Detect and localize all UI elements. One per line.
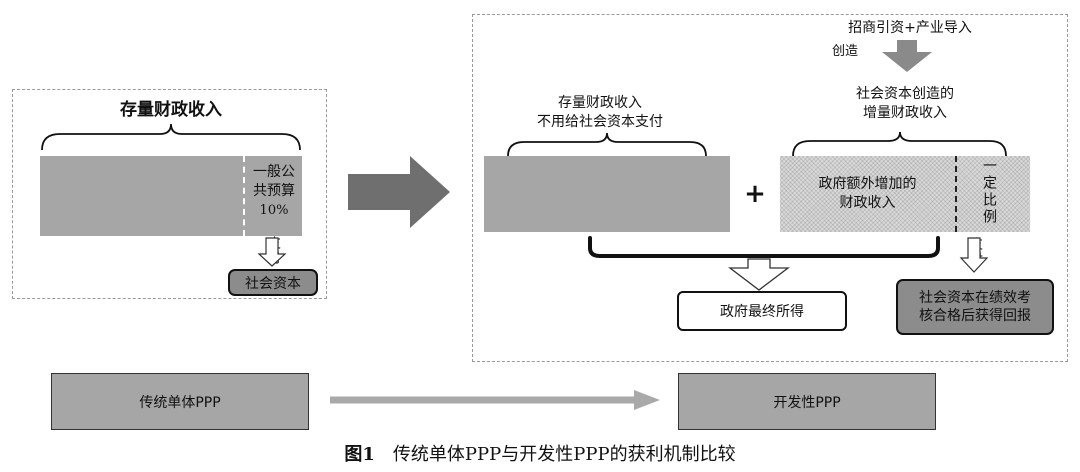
increment-revenue-line-2: 增量财政收入 <box>863 105 947 121</box>
left-pay-arrow <box>257 237 287 267</box>
increment-revenue-line-1: 社会资本创造的 <box>856 86 954 102</box>
budget-line-2: 共预算 <box>253 183 295 199</box>
traditional-ppp-label: 传统单体PPP <box>139 394 221 411</box>
create-label: 创造 <box>831 44 858 59</box>
stock-revenue-bar <box>40 156 302 236</box>
existing-revenue-line-2: 不用给社会资本支付 <box>537 114 663 130</box>
existing-revenue-line-1: 存量财政收入 <box>558 95 642 111</box>
legend-arrow-head <box>634 390 660 410</box>
budget-divider <box>243 156 245 236</box>
existing-revenue-bar <box>484 156 730 232</box>
bottom-sum-brace <box>588 236 940 258</box>
increment-revenue-brace <box>792 131 1007 157</box>
left-brace <box>41 123 301 151</box>
big-transition-arrow <box>348 156 450 228</box>
government-final-box: 政府最终所得 <box>677 291 847 331</box>
government-extra-revenue-bar <box>780 156 1030 232</box>
social-return-line-2: 核合格后获得回报 <box>919 308 1031 324</box>
developmental-panel <box>472 14 1068 362</box>
figure-caption: 图1 传统单体PPP与开发性PPP的获利机制比较 <box>0 440 1080 466</box>
social-capital-label: 社会资本 <box>245 275 301 292</box>
ratio-label: 一定比例 <box>981 158 997 226</box>
gov-extra-line-2: 财政收入 <box>839 195 896 211</box>
government-down-arrow <box>728 258 790 291</box>
ratio-divider <box>955 156 957 232</box>
social-capital-box: 社会资本 <box>228 269 318 296</box>
developmental-ppp-box: 开发性PPP <box>678 373 936 430</box>
left-title: 存量财政收入 <box>120 100 222 120</box>
government-final-label: 政府最终所得 <box>720 304 804 320</box>
figure-number: 图1 <box>344 444 375 465</box>
plus-sign: + <box>744 179 766 209</box>
social-return-box: 社会资本在绩效考 核合格后获得回报 <box>896 279 1054 335</box>
developmental-ppp-label: 开发性PPP <box>773 394 841 411</box>
existing-revenue-brace <box>507 132 707 157</box>
right-pay-arrow <box>959 237 989 273</box>
traditional-panel <box>12 89 327 299</box>
top-investment-label: 招商引资+产业导入 <box>848 20 972 36</box>
gov-extra-line-1: 政府额外增加的 <box>818 176 917 192</box>
budget-line-1: 一般公 <box>253 164 295 180</box>
budget-percent: 10% <box>259 203 289 218</box>
create-down-arrow <box>882 40 932 72</box>
social-return-line-1: 社会资本在绩效考 <box>919 289 1031 306</box>
figure-caption-text: 传统单体PPP与开发性PPP的获利机制比较 <box>392 444 736 465</box>
traditional-ppp-box: 传统单体PPP <box>51 373 309 430</box>
